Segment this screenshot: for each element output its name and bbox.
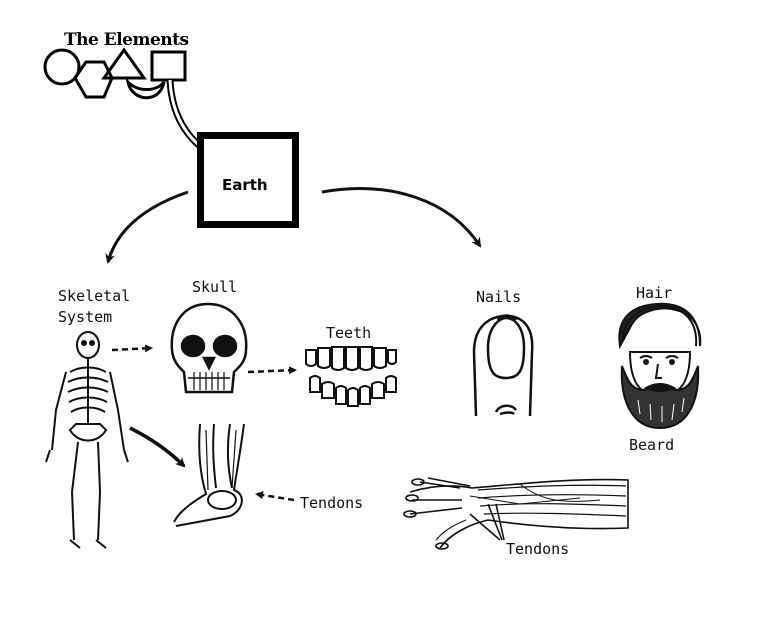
bearded-face-icon xyxy=(619,304,700,428)
nails-label: Nails xyxy=(476,288,521,306)
tendons-arm-label: Tendons xyxy=(506,540,569,558)
element-shapes-icon xyxy=(45,50,185,98)
earth-to-nails-arrow xyxy=(322,189,480,246)
skull-icon xyxy=(172,304,246,392)
skeletal-system-label: Skeletal System xyxy=(58,286,130,328)
skeleton-to-skull-arrow xyxy=(112,348,152,350)
skull-label: Skull xyxy=(192,278,237,296)
leg-tendons-icon xyxy=(174,424,244,526)
finger-nail-icon xyxy=(474,316,532,417)
earth-to-skeletal-arrow xyxy=(108,192,188,262)
tendons-leg-label: Tendons xyxy=(300,494,363,512)
skeletal-label-line2: System xyxy=(58,307,130,328)
hair-label: Hair xyxy=(636,284,672,302)
beard-label: Beard xyxy=(629,436,674,454)
earth-label: Earth xyxy=(222,176,268,194)
skeletal-label-line1: Skeletal xyxy=(58,286,130,307)
tendons-to-leg-arrow xyxy=(256,494,294,500)
skull-to-teeth-arrow xyxy=(248,370,296,372)
teeth-icon xyxy=(306,347,396,406)
elements-title: The Elements xyxy=(64,30,189,50)
skeleton-icon xyxy=(46,332,128,548)
skeleton-to-leg-arrow xyxy=(130,428,184,466)
teeth-label: Teeth xyxy=(326,324,371,342)
arm-muscles-icon xyxy=(404,478,628,549)
